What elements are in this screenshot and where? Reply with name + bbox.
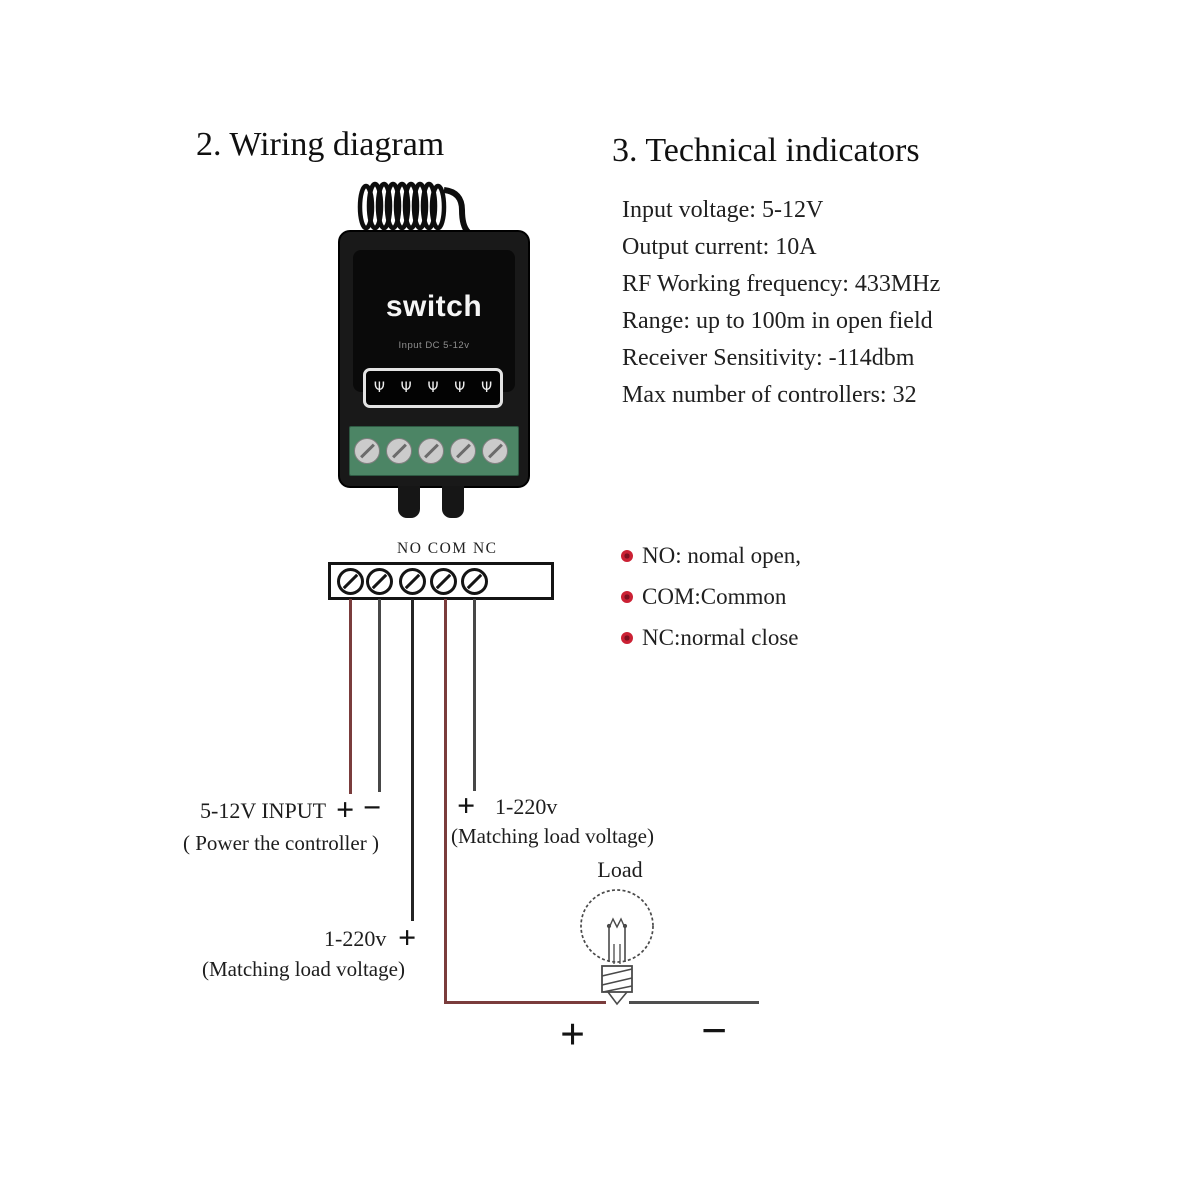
wire-power-positive xyxy=(349,599,352,794)
load-right-plus-sign: + xyxy=(457,787,476,823)
bullet-icon xyxy=(621,632,633,644)
bullet-icon xyxy=(621,591,633,603)
spec-max-controllers: Max number of controllers: 32 xyxy=(622,382,917,408)
screw-icon xyxy=(418,438,444,464)
load-label: Load xyxy=(597,857,643,882)
device-terminal-block xyxy=(349,426,519,476)
screw-icon xyxy=(482,438,508,464)
led-indicator-icon: Ψ xyxy=(373,380,385,396)
spec-rf-frequency: RF Working frequency: 433MHz xyxy=(622,271,941,297)
device-mount-tab xyxy=(398,486,420,518)
wire-com-vertical xyxy=(444,599,447,1003)
legend-com-label: COM:Common xyxy=(642,584,787,609)
wire-power-negative xyxy=(378,599,381,792)
load-plus-sign: + xyxy=(560,1010,586,1059)
led-indicator-icon: Ψ xyxy=(454,380,466,396)
legend-nc-label: NC:normal close xyxy=(642,625,799,650)
led-indicator-icon: Ψ xyxy=(427,380,439,396)
spec-input-voltage: Input voltage: 5-12V xyxy=(622,197,824,223)
terminal-screw-icon xyxy=(460,567,488,595)
led-indicator-strip: Ψ Ψ Ψ Ψ Ψ xyxy=(363,368,503,408)
legend-item-com: COM:Common xyxy=(621,584,786,610)
terminal-screw-icon xyxy=(336,567,364,595)
input-plus-sign: + xyxy=(336,791,355,827)
legend-item-no: NO: nomal open, xyxy=(621,543,801,569)
device-mount-tab xyxy=(442,486,464,518)
wire-com-horizontal xyxy=(444,1001,606,1004)
terminal-screw-icon xyxy=(398,567,426,595)
load-right-caption: (Matching load voltage) xyxy=(451,824,654,848)
terminal-screw-icon xyxy=(365,567,393,595)
load-minus-sign: − xyxy=(701,1005,728,1056)
load-lower-voltage-label: 1-220v xyxy=(324,926,387,951)
input-caption: ( Power the controller ) xyxy=(183,831,379,855)
input-voltage-label: 5-12V INPUT xyxy=(200,798,327,823)
spec-range: Range: up to 100m in open field xyxy=(622,308,933,334)
schematic-terminal-block xyxy=(328,562,554,600)
device-brand-label: switch xyxy=(385,290,483,323)
wire-load-return xyxy=(629,1001,759,1004)
switch-device: switch Input DC 5-12v Ψ Ψ Ψ Ψ Ψ xyxy=(338,230,530,488)
screw-icon xyxy=(450,438,476,464)
legend-no-label: NO: nomal open, xyxy=(642,543,802,568)
terminal-strip-label: NO COM NC xyxy=(397,540,498,557)
wiring-section-title: 2. Wiring diagram xyxy=(196,126,445,163)
load-lower-plus-sign: + xyxy=(398,919,417,955)
bullet-icon xyxy=(621,550,633,562)
input-minus-sign: − xyxy=(363,789,382,825)
device-sub-label: Input DC 5-12v xyxy=(398,340,470,351)
screw-icon xyxy=(354,438,380,464)
wire-no xyxy=(411,599,414,921)
spec-output-current: Output current: 10A xyxy=(622,234,817,260)
light-bulb-icon xyxy=(580,889,654,1006)
antenna-icon xyxy=(357,181,471,234)
led-indicator-icon: Ψ xyxy=(481,380,493,396)
load-lower-caption: (Matching load voltage) xyxy=(202,957,405,981)
load-right-voltage-label: 1-220v xyxy=(495,794,558,819)
spec-sensitivity: Receiver Sensitivity: -114dbm xyxy=(622,345,915,371)
technical-section-title: 3. Technical indicators xyxy=(612,132,920,169)
terminal-screw-icon xyxy=(429,567,457,595)
legend-item-nc: NC:normal close xyxy=(621,625,799,651)
screw-icon xyxy=(386,438,412,464)
wire-nc xyxy=(473,599,476,791)
led-indicator-icon: Ψ xyxy=(400,380,412,396)
